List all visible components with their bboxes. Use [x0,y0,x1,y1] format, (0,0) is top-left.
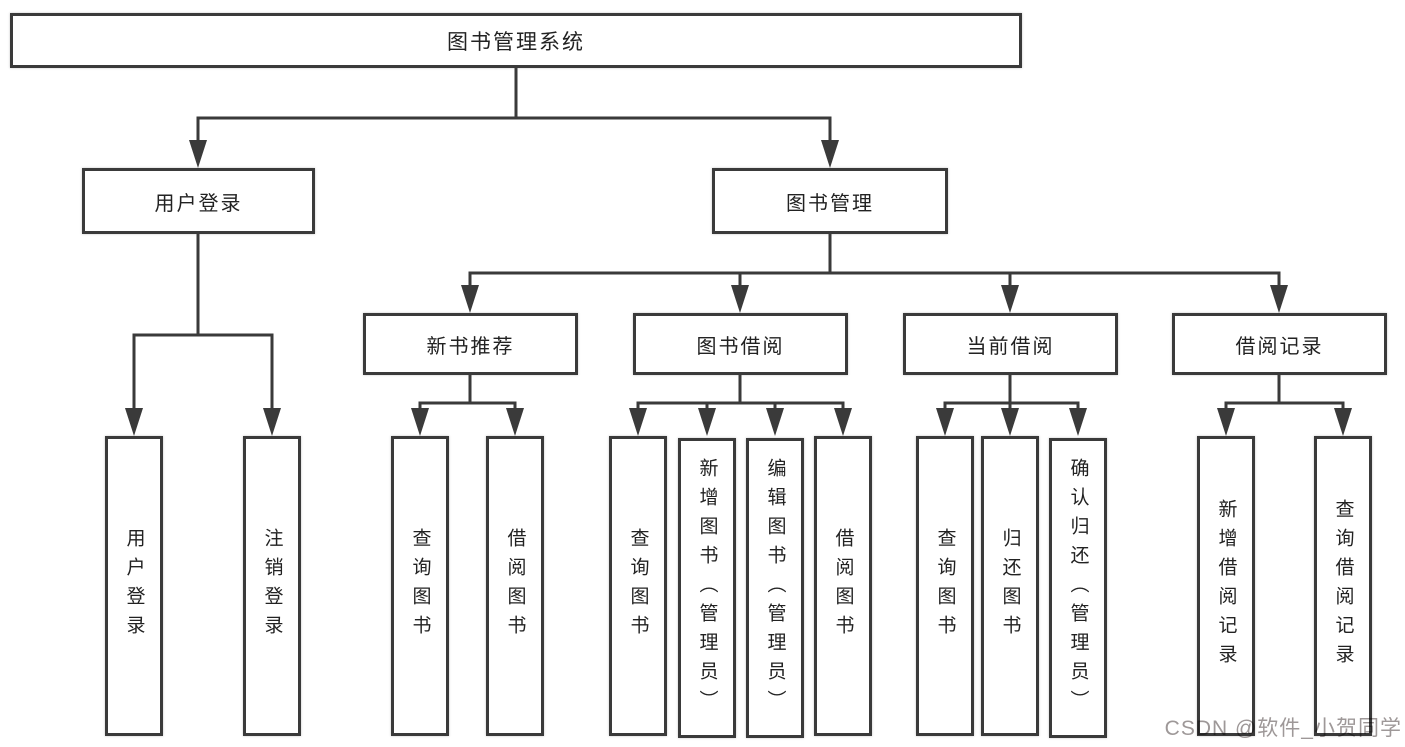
leaf-add-books-admin: 新增图书（管理员） [678,438,736,738]
node-new-book-recommend: 新书推荐 [363,313,578,375]
node-book-borrow: 图书借阅 [633,313,848,375]
leaf-user-login: 用户登录 [105,436,163,736]
leaf-query-books-3: 查询图书 [916,436,974,736]
node-current-borrow: 当前借阅 [903,313,1118,375]
node-root-system: 图书管理系统 [10,13,1022,68]
leaf-query-borrow-record: 查询借阅记录 [1314,436,1372,736]
node-book-management: 图书管理 [712,168,948,234]
csdn-watermark: CSDN @软件_小贺同学 [1164,717,1402,740]
leaf-query-books-1: 查询图书 [391,436,449,736]
arrowheads [125,140,1352,436]
leaf-query-books-2: 查询图书 [609,436,667,736]
leaf-borrow-books-1: 借阅图书 [486,436,544,736]
leaf-borrow-books-2: 借阅图书 [814,436,872,736]
leaf-edit-books-admin: 编辑图书（管理员） [746,438,804,738]
node-borrow-record: 借阅记录 [1172,313,1387,375]
leaf-logout: 注销登录 [243,436,301,736]
leaf-return-books: 归还图书 [981,436,1039,736]
node-user-login: 用户登录 [82,168,315,234]
leaf-confirm-return-admin: 确认归还（管理员） [1049,438,1107,738]
leaf-add-borrow-record: 新增借阅记录 [1197,436,1255,736]
